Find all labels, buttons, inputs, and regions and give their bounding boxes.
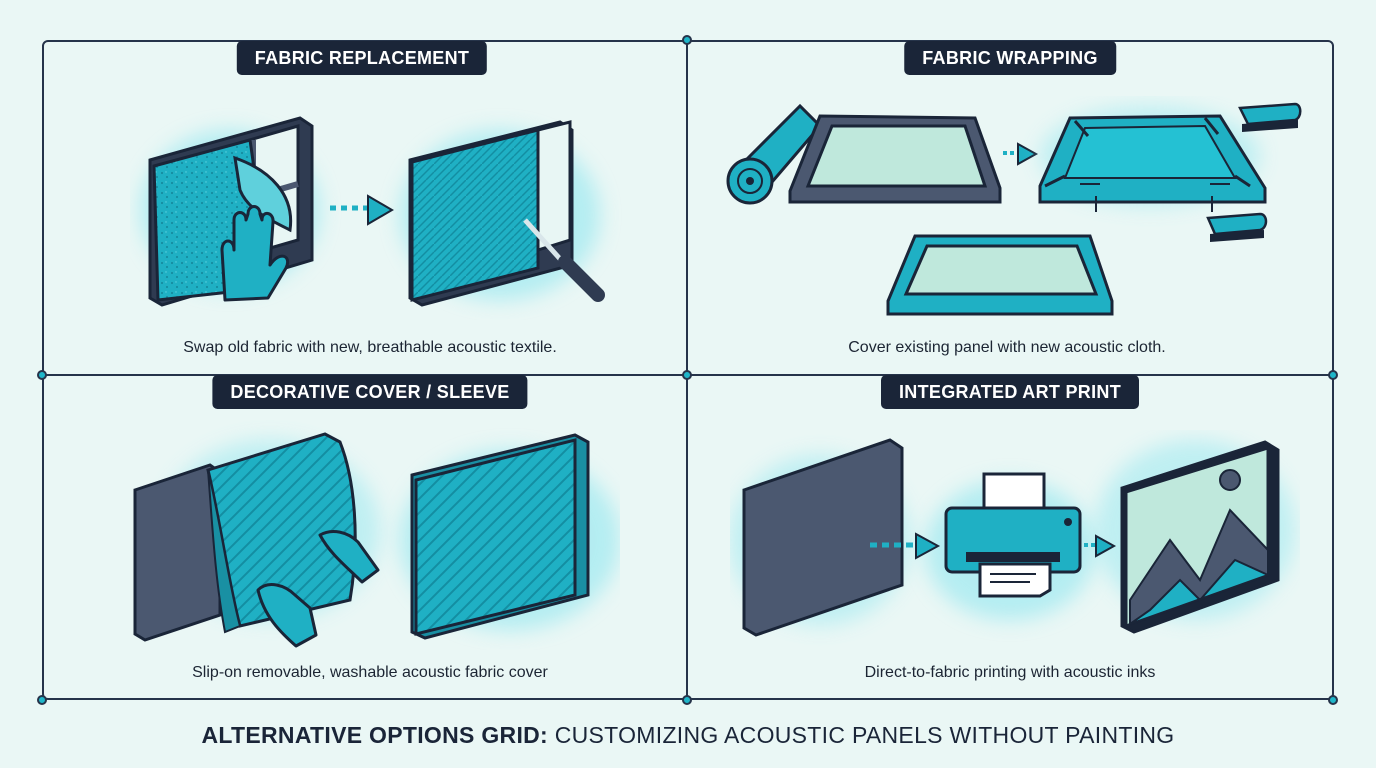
printer-icon: [944, 472, 1082, 598]
frame-icon: [788, 114, 1002, 204]
screwdriver-icon: [523, 218, 605, 302]
fabric-roll-icon: [726, 103, 823, 205]
cell-caption-fabric-wrapping: Cover existing panel with new acoustic c…: [848, 339, 1166, 356]
cell-title-fabric-replacement: FABRIC REPLACEMENT: [236, 41, 488, 75]
stapler-icon: [1206, 102, 1302, 242]
hand-icon: [220, 205, 289, 302]
integrated-art-print-illustration: [730, 438, 1295, 637]
grid-node: [1328, 695, 1338, 705]
sleeve-icon: [206, 432, 357, 634]
grid-node: [37, 370, 47, 380]
covered-panel-icon: [410, 433, 590, 640]
grid-node: [682, 695, 692, 705]
cell-title-fabric-wrapping: FABRIC WRAPPING: [904, 41, 1116, 75]
hand-icon: [256, 530, 380, 648]
footer-title: ALTERNATIVE OPTIONS GRID: CUSTOMIZING AC…: [0, 722, 1376, 749]
grid-node: [1328, 370, 1338, 380]
arrow-right-icon: [1084, 534, 1117, 558]
grid-node: [682, 370, 692, 380]
acoustic-panel-icon: [148, 116, 314, 307]
patterned-panel-icon: [408, 120, 574, 307]
grid-node: [682, 35, 692, 45]
arrow-right-icon: [330, 194, 394, 226]
cell-caption-integrated-art-print: Direct-to-fabric printing with acoustic …: [864, 664, 1156, 681]
cell-title-decorative-cover: DECORATIVE COVER / SLEEVE: [212, 375, 528, 409]
fabric-replacement-illustration: [140, 116, 605, 307]
panel-icon: [133, 463, 222, 642]
grid-node: [37, 695, 47, 705]
finished-panel-icon: [886, 234, 1114, 316]
art-panel-icon: [1120, 440, 1280, 634]
panel-icon: [742, 438, 904, 637]
arrow-right-icon: [870, 532, 941, 560]
footer-title-bold: ALTERNATIVE OPTIONS GRID:: [201, 722, 549, 748]
footer-title-regular: CUSTOMIZING ACOUSTIC PANELS WITHOUT PAIN…: [548, 722, 1175, 748]
cell-caption-decorative-cover: Slip-on removable, washable acoustic fab…: [192, 664, 548, 681]
fabric-wrapping-illustration: [726, 102, 1302, 316]
wrapped-frame-icon: [1038, 106, 1267, 212]
decorative-cover-illustration: [133, 432, 620, 648]
cell-title-integrated-art-print: INTEGRATED ART PRINT: [881, 375, 1139, 409]
cell-caption-fabric-replacement: Swap old fabric with new, breathable aco…: [183, 339, 557, 356]
arrow-right-icon: [1003, 142, 1039, 166]
